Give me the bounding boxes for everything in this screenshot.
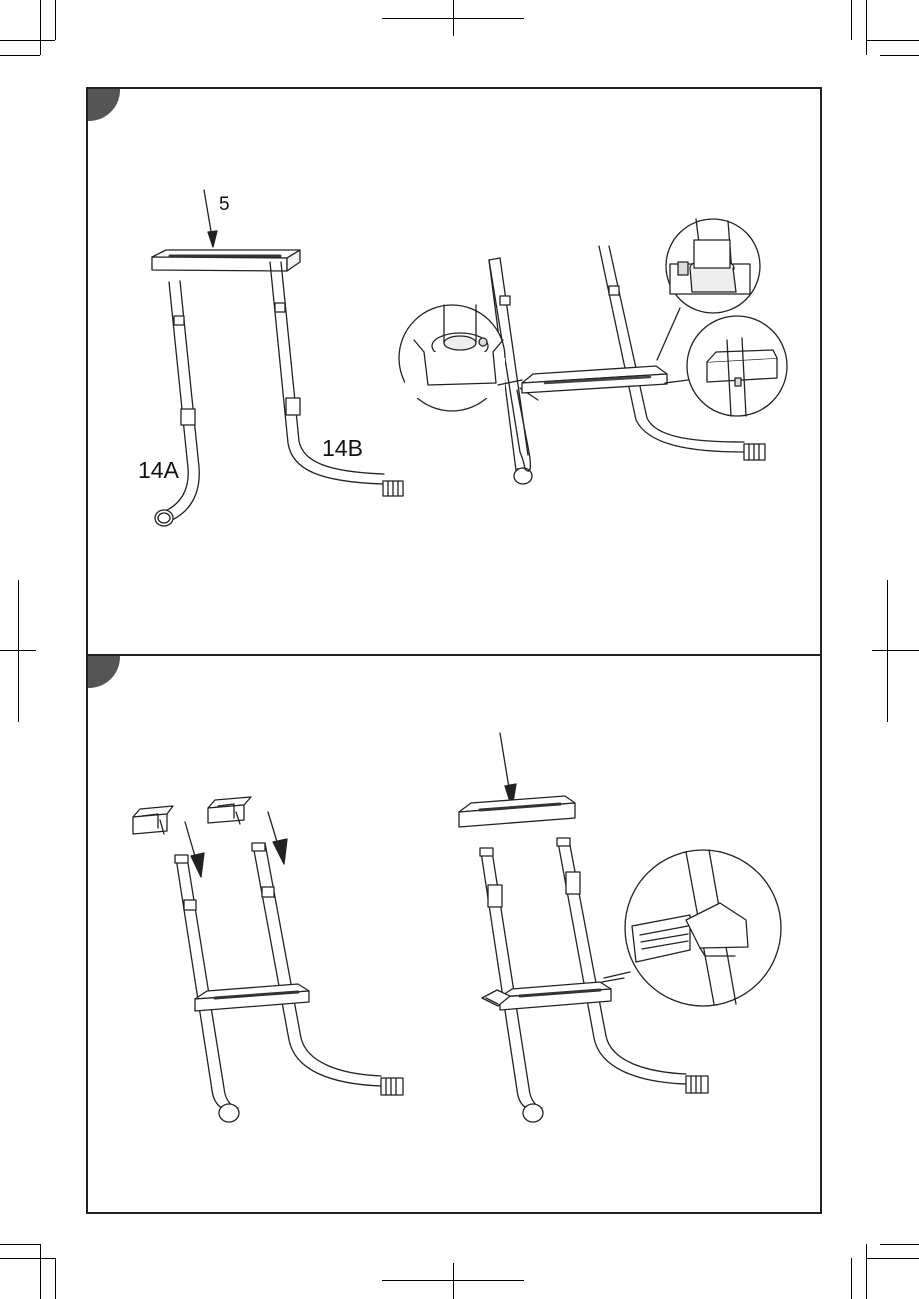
- step2-assembled-view: [459, 733, 781, 1122]
- part-label-step-board: 5: [219, 195, 230, 214]
- step2-exploded-view: [133, 797, 403, 1122]
- part-label-left-leg: 14A: [138, 459, 179, 482]
- step1-assembled-view: [399, 219, 787, 484]
- part-label-right-leg: 14B: [322, 437, 363, 460]
- step1-exploded-view: [152, 190, 403, 526]
